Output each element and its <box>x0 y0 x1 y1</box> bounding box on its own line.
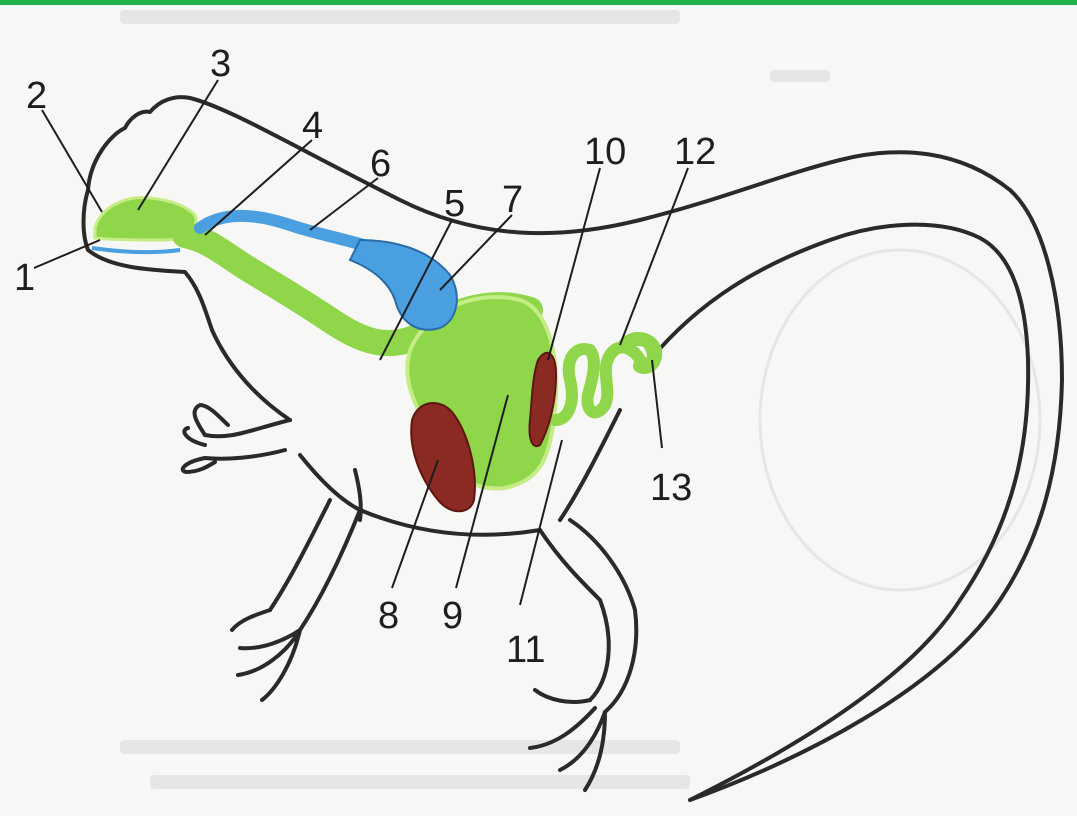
tail-base-outline <box>560 410 620 520</box>
label-12: 12 <box>674 131 716 173</box>
small-intestine <box>555 338 653 420</box>
tail-inner-outline <box>650 225 1028 800</box>
leader-3 <box>138 80 218 210</box>
label-5: 5 <box>444 183 465 225</box>
label-4: 4 <box>302 105 323 147</box>
label-6: 6 <box>370 143 391 185</box>
label-13: 13 <box>650 467 692 509</box>
hind-leg-outline <box>540 520 636 712</box>
leader-10 <box>548 168 600 360</box>
label-10: 10 <box>584 131 626 173</box>
leader-6 <box>310 178 378 230</box>
front-foot-outline <box>183 405 228 472</box>
label-2: 2 <box>26 75 47 117</box>
label-3: 3 <box>210 43 231 85</box>
leader-12 <box>620 168 688 345</box>
label-1: 1 <box>14 257 35 299</box>
front-leg-outline <box>205 420 290 459</box>
label-7: 7 <box>502 179 523 221</box>
lizard-outline <box>84 97 1063 800</box>
label-9: 9 <box>442 595 463 637</box>
label-8: 8 <box>378 595 399 637</box>
throat-outline <box>212 330 290 420</box>
front-lower-foot-outline <box>232 610 300 700</box>
front-lower-leg-outline <box>270 500 360 630</box>
leader-13 <box>652 360 662 448</box>
leader-2 <box>42 110 102 212</box>
dorsal-outline <box>88 97 1062 800</box>
label-11: 11 <box>506 629 545 671</box>
nasal-duct <box>92 248 180 252</box>
